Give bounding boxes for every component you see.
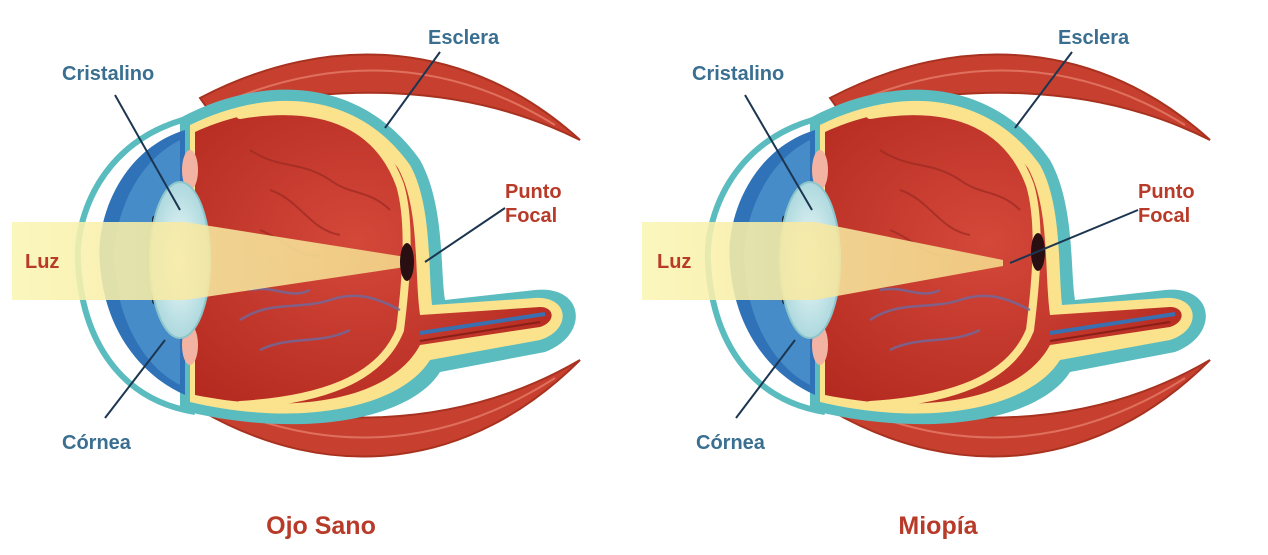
label-lens: Cristalino <box>692 63 784 85</box>
label-sclera: Esclera <box>1058 27 1130 49</box>
panel-title: Ojo Sano <box>266 512 376 540</box>
label-lens: Cristalino <box>62 63 154 85</box>
label-focal-line2: Focal <box>1138 205 1190 227</box>
label-light: Luz <box>657 251 691 273</box>
panel-myopia-eye: Cristalino Esclera Luz Punto Focal Córne… <box>642 27 1210 540</box>
label-cornea: Córnea <box>696 432 766 454</box>
panel-healthy-eye: Cristalino Esclera Luz Punto Focal Córne… <box>12 27 580 540</box>
label-light: Luz <box>25 251 59 273</box>
label-focal-line1: Punto <box>1138 181 1195 203</box>
panel-title: Miopía <box>898 512 978 540</box>
label-sclera: Esclera <box>428 27 500 49</box>
label-focal-line2: Focal <box>505 205 557 227</box>
label-focal-line1: Punto <box>505 181 562 203</box>
light-beam <box>642 222 1003 300</box>
light-beam <box>12 222 412 300</box>
label-cornea: Córnea <box>62 432 132 454</box>
focal-spot <box>400 243 414 281</box>
